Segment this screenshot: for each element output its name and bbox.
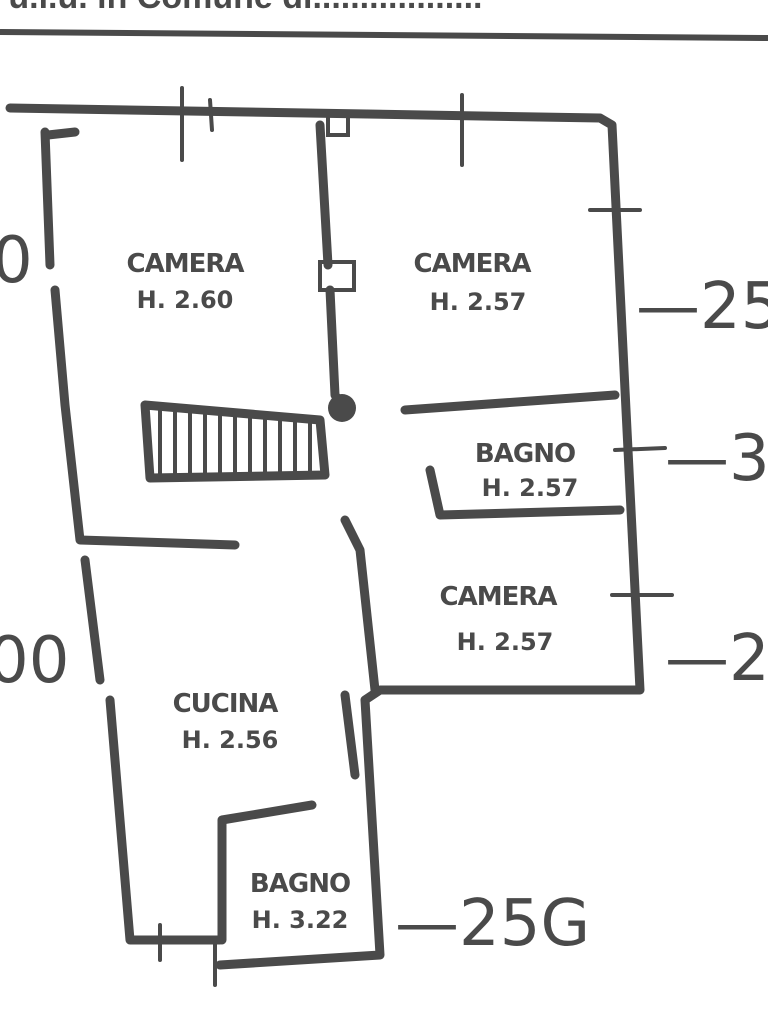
svg-text:BAGNO: BAGNO: [475, 439, 575, 469]
room-camera-2: CAMERA H. 2.57: [414, 249, 533, 316]
walls: [5, 86, 674, 987]
room-bagno-1: BAGNO H. 2.57: [475, 439, 578, 502]
margin-mark-left-top: 0: [0, 224, 33, 298]
header-rule: [0, 29, 768, 41]
room-bagno-2: BAGNO H. 3.22: [250, 869, 351, 934]
svg-text:H. 2.57: H. 2.57: [482, 474, 579, 502]
door-jamb: [318, 260, 356, 292]
room-camera-1: CAMERA H. 2.60: [127, 249, 246, 314]
margin-mark-left-mid: 00: [0, 624, 69, 698]
staircase: [140, 400, 330, 483]
margin-mark-right-mid: —3: [665, 422, 768, 496]
svg-text:H. 2.57: H. 2.57: [457, 628, 554, 656]
room-camera-3: CAMERA H. 2.57: [440, 582, 559, 656]
room-cucina: CUCINA H. 2.56: [173, 689, 280, 754]
column: [328, 394, 356, 422]
svg-text:BAGNO: BAGNO: [250, 869, 350, 899]
svg-text:CAMERA: CAMERA: [414, 249, 532, 279]
svg-text:CUCINA: CUCINA: [173, 689, 279, 719]
margin-mark-right-low: —2: [665, 622, 768, 696]
margin-mark-right-top: —25: [636, 270, 768, 344]
header-text: e u.i.u. in Comune di..................: [0, 0, 482, 16]
svg-text:H. 2.56: H. 2.56: [182, 726, 279, 754]
svg-text:H. 3.22: H. 3.22: [252, 906, 349, 934]
margin-mark-bottom: —25G: [395, 887, 590, 961]
pillar: [326, 113, 350, 137]
svg-text:CAMERA: CAMERA: [440, 582, 558, 612]
svg-text:H. 2.57: H. 2.57: [430, 288, 527, 316]
svg-text:H. 2.60: H. 2.60: [137, 286, 234, 314]
svg-text:CAMERA: CAMERA: [127, 249, 245, 279]
